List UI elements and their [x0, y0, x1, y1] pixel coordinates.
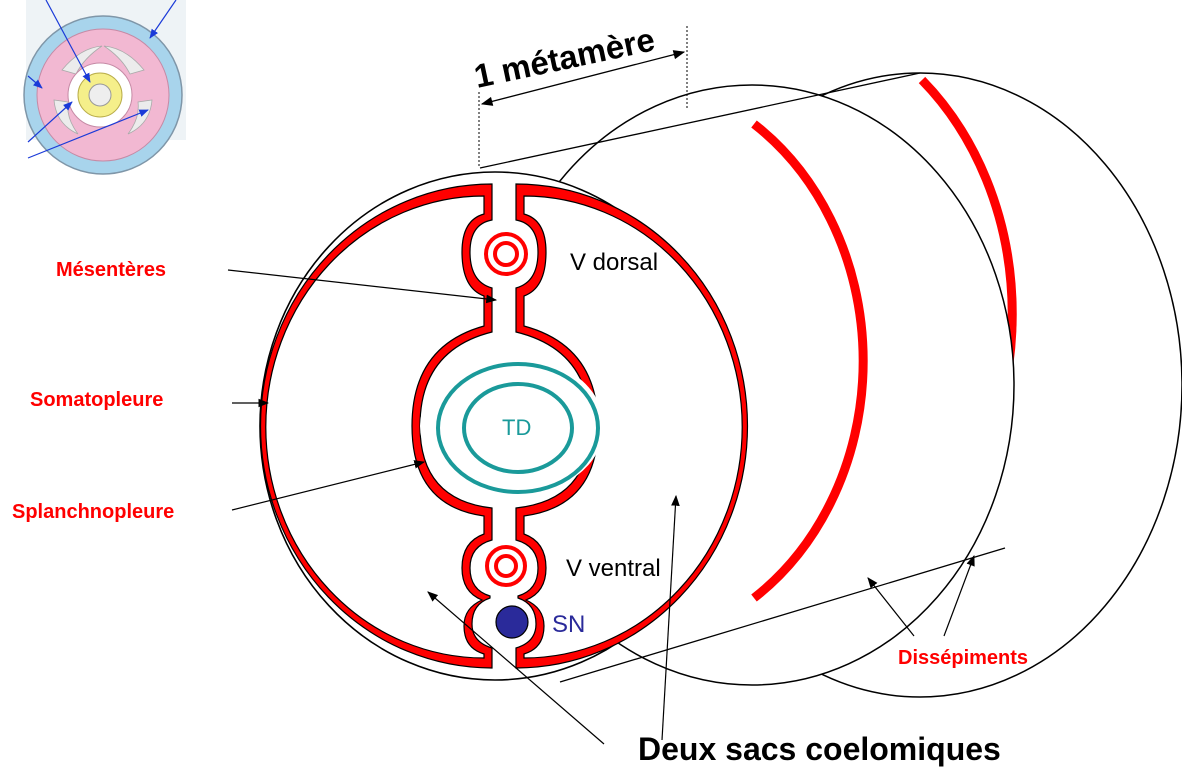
digestive-tube-label: TD — [502, 415, 531, 440]
splanchnopleure-label: Splanchnopleure — [12, 501, 174, 523]
dissepiment-middle — [751, 120, 868, 602]
tube-bottom-line — [559, 547, 1006, 683]
thumbnail-arrow — [27, 75, 43, 89]
thumbnail-arrow — [27, 101, 73, 143]
left-coelom-cavity — [265, 195, 485, 659]
tube-top-line — [479, 72, 921, 169]
right-coelom-cavity — [523, 195, 743, 659]
gut-space — [420, 356, 604, 496]
thumbnail-cavity — [61, 45, 103, 75]
dissepiment-pointer-1 — [867, 577, 915, 637]
sac-pointer-right — [661, 494, 680, 741]
dorsal-vessel-inner — [493, 241, 519, 267]
coelomic-sacs-label: Deux sacs coelomiques — [638, 731, 1001, 767]
ventral-vessel-inner — [494, 554, 518, 578]
thumbnail-lumen — [88, 83, 112, 107]
ventral-vessel-label: V ventral — [566, 555, 661, 582]
thumbnail-cavity — [103, 45, 145, 75]
dimension-arrow — [480, 50, 686, 106]
thumbnail-arrow — [45, 0, 91, 83]
nerve-cord — [495, 605, 529, 639]
somatopleure-label: Somatopleure — [30, 389, 163, 411]
thumbnail-arrow — [149, 0, 177, 39]
metamere-title: 1 métamère — [471, 21, 658, 95]
mesenteres-pointer — [227, 269, 498, 304]
thumbnail-arrow — [27, 109, 149, 159]
digestive-tube-inner — [462, 382, 574, 474]
front-metamere — [259, 171, 749, 681]
nerve-cord-label: SN — [552, 611, 585, 638]
sac-pointer-left — [427, 591, 605, 745]
digestive-tube-outer — [436, 362, 600, 494]
dorsal-vessel-label: V dorsal — [570, 249, 658, 276]
dissepiments-label: Dissépiments — [898, 647, 1028, 669]
thumbnail-cross-section — [23, 0, 186, 175]
dorsal-vessel-outer — [484, 232, 528, 276]
dissepiment-pointer-2 — [943, 554, 975, 637]
splanchnopleure-pointer — [231, 460, 426, 511]
mesenteres-label: Mésentères — [56, 259, 166, 281]
ventral-vessel-outer — [485, 545, 527, 587]
